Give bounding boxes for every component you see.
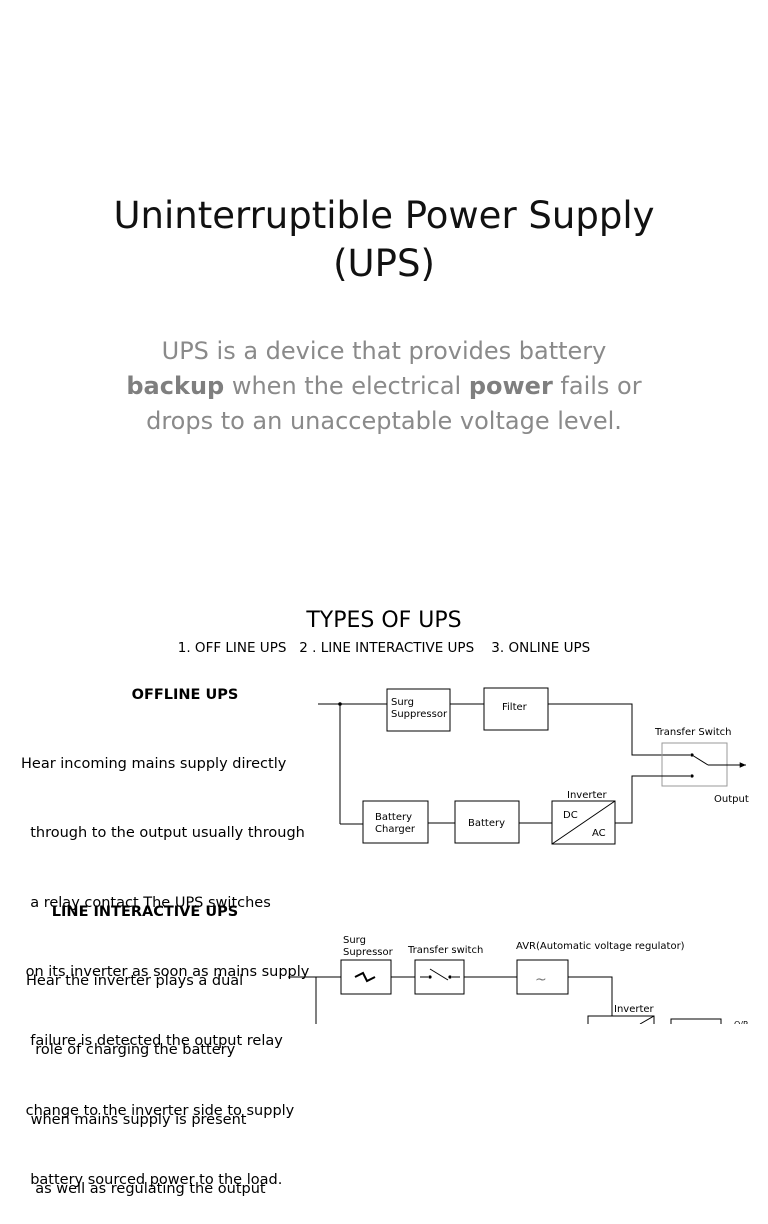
line-interactive-heading: LINE INTERACTIVE UPS [51,904,239,920]
li-inverter-box [587,1015,655,1024]
li-switch-contact-left [428,975,432,979]
offline-charger-label-2: Charger [375,824,416,835]
offline-line: on its inverter as soon as mains supply [21,964,310,981]
line-interactive-line: when mains supply is present [26,1111,247,1128]
li-output-label-fragment: O/P [734,1020,748,1024]
offline-dc-label: DC [563,810,578,821]
offline-line: through to the output usually through [21,825,305,842]
line-interactive-line: Hear the inverter plays a dual [26,973,244,990]
li-switch-lever [429,968,449,981]
subtitle-text-3: fails or [552,372,642,400]
line-interactive-line: role of charging the battery [26,1042,236,1059]
offline-line: Hear incoming mains supply directly [21,756,287,773]
offline-filter-box [483,687,549,731]
subtitle-line-1: UPS is a device that provides battery [161,337,607,365]
subtitle-bold-backup: backup [126,372,225,400]
offline-inverter-diagonal [551,800,616,845]
ups-block-diagrams: Surg Suppressor Filter Transfer Switch O… [288,687,749,1024]
subtitle-text-2: when the electrical [224,372,469,400]
offline-charger-label-1: Battery [375,812,412,823]
offline-surge-label-2: Suppressor [391,709,448,720]
li-switch-contact-right [448,975,452,979]
offline-surge-label-1: Surg [391,697,414,708]
subtitle-bold-power: power [468,372,553,400]
offline-surge-suppressor-box [386,688,451,732]
offline-battery-label: Battery [468,818,505,829]
offline-filter-label: Filter [502,702,528,713]
subtitle-line-2: backup when the electrical power fails o… [84,369,684,404]
li-avr-tilde-icon: ~ [535,972,547,988]
offline-wire-inverter-switch [615,775,666,824]
offline-heading: OFFLINE UPS [131,687,239,703]
offline-transfer-switch-label: Transfer Switch [654,727,731,738]
offline-battery-box [454,800,520,844]
offline-ac-label: AC [592,828,606,839]
li-transfer-switch-label: Transfer switch [407,945,483,956]
offline-line: a relay contact The UPS switches [21,894,271,911]
li-avr-label: AVR(Automatic voltage regulator) [516,941,685,952]
li-avr-box [516,959,569,995]
offline-wire-filter-switch [548,703,666,756]
title-line-2: (UPS) [333,242,435,285]
offline-ups-diagram: Surg Suppressor Filter Transfer Switch O… [318,687,749,845]
li-surge-label-1: Surg [343,935,366,946]
line-interactive-line: as well as regulating the output [26,1181,266,1198]
offline-battery-charger-box [362,800,429,844]
offline-switch-lever [691,754,709,766]
slide-title: Uninterruptible Power Supply (UPS) [40,192,728,288]
offline-output-label: Output [714,794,749,805]
li-surge-label-2: Supressor [343,947,394,958]
types-heading: TYPES OF UPS [306,608,462,633]
line-interactive-ups-diagram: Surg Supressor Transfer switch AVR(Autom… [288,935,748,1024]
li-inverter-diagonal [639,1015,655,1024]
title-line-1: Uninterruptible Power Supply [113,194,655,237]
li-inverter-label: Inverter [614,1004,655,1015]
types-list: 1. OFF LINE UPS 2 . LINE INTERACTIVE UPS… [177,640,591,656]
offline-switch-contact-bottom [690,774,694,778]
subtitle-line-3: drops to an unacceptable voltage level. [146,407,622,435]
li-surge-zigzag-icon [354,971,376,983]
li-wire-avr-inverter [568,976,613,1016]
slide-subtitle: UPS is a device that provides battery ba… [84,334,684,439]
offline-inverter-label: Inverter [567,790,608,801]
li-output-box [670,1018,722,1024]
